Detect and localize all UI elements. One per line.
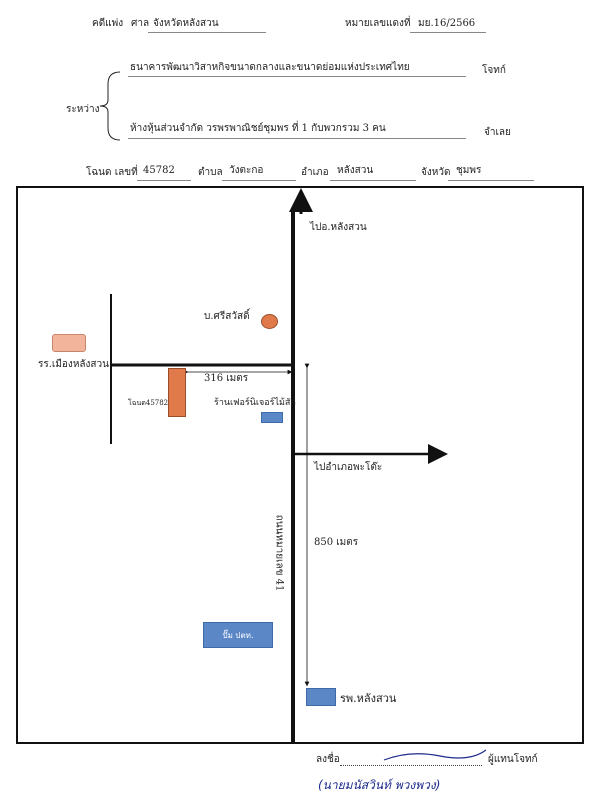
- defendant-name: ห้างหุ้นส่วนจำกัด วรพรพาณิชย์ชุมพร ที่ 1…: [130, 123, 386, 134]
- hospital-label: รพ.หลังสวน: [340, 692, 397, 705]
- handwritten-name: (นายมนัสวินท์ พวงพวง): [318, 778, 441, 792]
- signature-scribble: [383, 749, 487, 761]
- district-label: อำเภอ: [301, 167, 329, 178]
- subdistrict-label: ตำบล: [198, 167, 223, 178]
- gas-station-label: ปั๊ม ปตท.: [222, 630, 254, 640]
- province-label: จังหวัด: [421, 167, 451, 178]
- between-label: ระหว่าง: [66, 104, 100, 115]
- district-value: หลังสวน: [337, 165, 374, 176]
- temple-marker: [261, 314, 278, 329]
- temple-label: บ.ศรีสวัสดิ์: [204, 311, 250, 322]
- map-roads: [110, 188, 448, 742]
- black-no-value: มย.16/2566: [418, 18, 476, 29]
- to-phato-label: ไปอำเภอพะโต๊ะ: [314, 462, 383, 473]
- hospital-marker: [306, 688, 336, 706]
- black-no-underline: [410, 32, 486, 33]
- subdistrict-underline: [222, 180, 296, 181]
- plaintiff-underline: [128, 76, 466, 77]
- highway-label: ถนนหมายเลข 41: [273, 514, 285, 592]
- court-underline: [148, 32, 266, 33]
- subdistrict-value: วังตะกอ: [229, 165, 264, 176]
- distance-850-label: 850 เมตร: [314, 537, 359, 548]
- school-marker: [52, 334, 86, 352]
- brace-icon: [99, 71, 121, 141]
- black-no-label: หมายเลขแดงที่: [345, 18, 411, 29]
- sign-dotted-line: [340, 765, 482, 766]
- defendant-role: จำเลย: [484, 127, 511, 138]
- school-label: รร.เมืองหลังสวน: [38, 359, 109, 370]
- plaintiff-role: โจทก์: [482, 65, 506, 76]
- deed-no-label: โฉนด เลขที่: [86, 167, 138, 178]
- district-underline: [330, 180, 416, 181]
- distance-316-label: 316 เมตร: [204, 373, 249, 384]
- court-name: จังหวัดหลังสวน: [153, 18, 219, 29]
- defendant-underline: [128, 138, 466, 139]
- province-underline: [448, 180, 534, 181]
- map-frame: บ.ศรีสวัสดิ์ ไปอ.หลังสวน รร.เมืองหลังสวน…: [16, 186, 584, 744]
- deed-plot-label: โฉนด45782: [128, 399, 169, 407]
- to-langsuan-label: ไปอ.หลังสวน: [310, 222, 367, 233]
- province-value: ชุมพร: [456, 165, 482, 176]
- furniture-shop-marker: [261, 412, 283, 423]
- deed-no-value: 45782: [143, 165, 175, 176]
- deed-plot-marker: [168, 368, 186, 417]
- court-label: ศาล: [131, 18, 150, 29]
- deed-no-underline: [137, 180, 191, 181]
- sign-role: ผู้แทนโจทก์: [488, 754, 538, 765]
- case-type: คดีแพ่ง: [92, 18, 124, 29]
- furniture-shop-label: ร้านเฟอร์นิเจอร์ไม้สัก: [214, 398, 296, 408]
- sign-label: ลงชื่อ: [316, 754, 340, 765]
- gas-station-marker: ปั๊ม ปตท.: [203, 622, 273, 648]
- plaintiff-name: ธนาคารพัฒนาวิสาหกิจขนาดกลางและขนาดย่อมแห…: [130, 62, 410, 73]
